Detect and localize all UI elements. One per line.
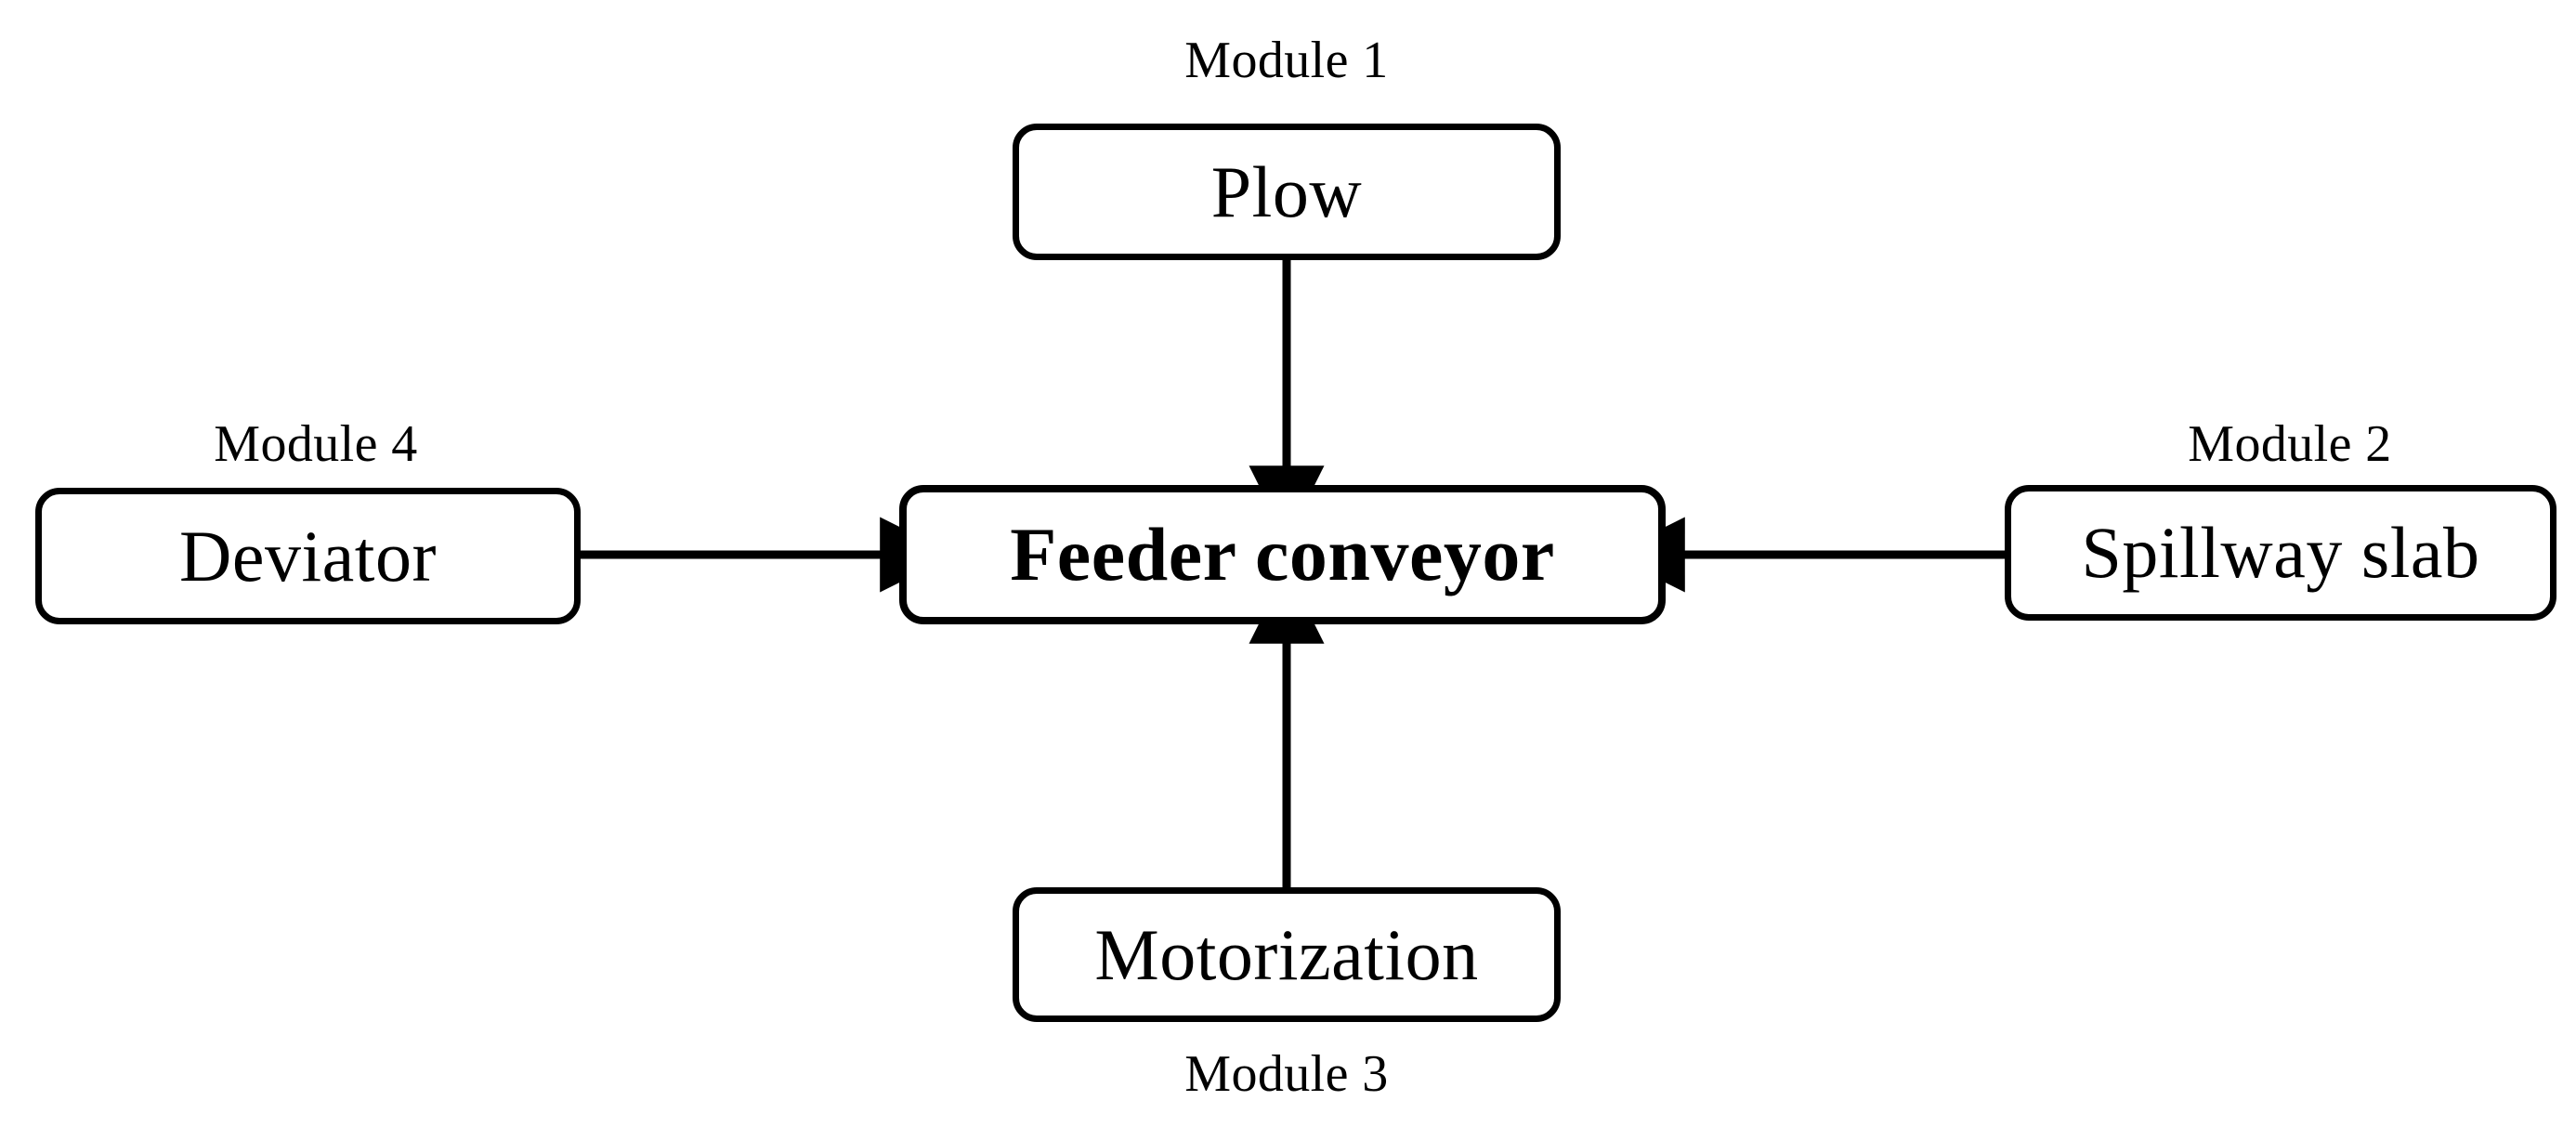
node-feeder-conveyor-label: Feeder conveyor xyxy=(1010,511,1555,596)
node-spillway-slab-label: Spillway slab xyxy=(2081,512,2480,594)
node-motorization-label: Motorization xyxy=(1094,913,1479,995)
module-tag-spillway-slab: Module 2 xyxy=(2188,415,2392,473)
module-tag-deviator: Module 4 xyxy=(214,415,418,473)
node-plow-label: Plow xyxy=(1210,151,1363,232)
module-tag-plow: Module 1 xyxy=(1184,32,1389,89)
node-spillway-slab[interactable]: Spillway slab xyxy=(2005,485,2556,621)
node-motorization[interactable]: Motorization xyxy=(1013,887,1561,1022)
module-tag-motorization: Module 3 xyxy=(1184,1045,1389,1103)
node-deviator-label: Deviator xyxy=(179,515,437,596)
node-feeder-conveyor[interactable]: Feeder conveyor xyxy=(899,485,1666,624)
node-plow[interactable]: Plow xyxy=(1013,124,1561,260)
node-deviator[interactable]: Deviator xyxy=(35,488,581,624)
